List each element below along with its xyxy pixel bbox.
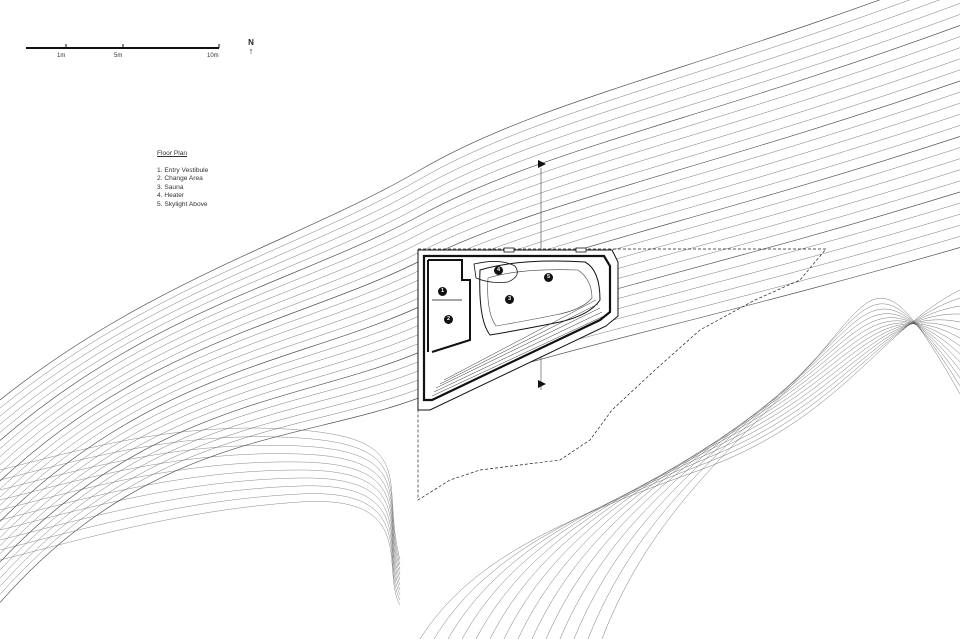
scale-label-1m: 1m: [57, 53, 66, 59]
contour-line: [489, 322, 960, 639]
sauna-building: [417, 247, 619, 411]
legend: Floor Plan 1. Entry Vestibule 2. Change …: [157, 150, 208, 210]
contour-line: [559, 313, 960, 639]
legend-item: 4. Heater: [157, 192, 185, 200]
contour-line: [0, 0, 940, 417]
contour-line: [0, 485, 401, 596]
contour-line: [461, 313, 960, 639]
contour-line: [0, 469, 401, 586]
contour-line: [0, 0, 910, 409]
contour-line: [531, 320, 960, 639]
room-marker-5: 5: [544, 273, 553, 282]
scale-label-10m: 10m: [207, 53, 219, 59]
contour-line: [0, 477, 401, 591]
contour-line: [0, 461, 401, 581]
site-boundary: [417, 248, 827, 501]
scale-bar: [26, 44, 220, 49]
contour-line: [0, 453, 401, 576]
legend-item: 1. Entry Vestibule: [157, 166, 209, 174]
contour-line: [0, 436, 401, 566]
contour-line: [447, 305, 960, 639]
contour-line: [503, 323, 960, 639]
room-marker-1: 1: [438, 287, 447, 296]
contour-line: [433, 297, 960, 639]
north-letter: N: [248, 38, 254, 47]
legend-item: 3. Sauna: [157, 183, 184, 191]
contour-line: [601, 298, 960, 639]
north-arrow-icon: ↑: [248, 46, 254, 56]
contour-line: [0, 14, 960, 433]
contour-line: [573, 308, 960, 639]
contour-line: [0, 445, 401, 571]
contour-line: [0, 3, 960, 425]
contour-line: [517, 322, 960, 639]
legend-list: 1. Entry Vestibule 2. Change Area 3. Sau…: [157, 167, 208, 210]
legend-title: Floor Plan: [157, 150, 188, 157]
contour-line: [0, 47, 960, 457]
contour-line: [587, 303, 960, 639]
legend-item: 5. Skylight Above: [157, 200, 208, 208]
north-arrow: N ↑: [245, 38, 257, 56]
room-marker-4: 4: [494, 266, 503, 275]
room-marker-3: 3: [505, 295, 514, 304]
contour-line: [0, 501, 401, 606]
contour-line: [0, 493, 401, 601]
scale-label-5m: 5m: [114, 53, 123, 59]
contour-line: [0, 427, 401, 561]
contour-line: [0, 25, 960, 441]
room-marker-2: 2: [444, 315, 453, 324]
contour-line: [545, 317, 960, 639]
contour-line: [0, 58, 960, 465]
contour-line: [0, 36, 960, 449]
contour-line: [0, 0, 881, 401]
contour-line: [475, 319, 960, 639]
legend-item: 2. Change Area: [157, 175, 203, 183]
contour-line: [419, 289, 960, 639]
